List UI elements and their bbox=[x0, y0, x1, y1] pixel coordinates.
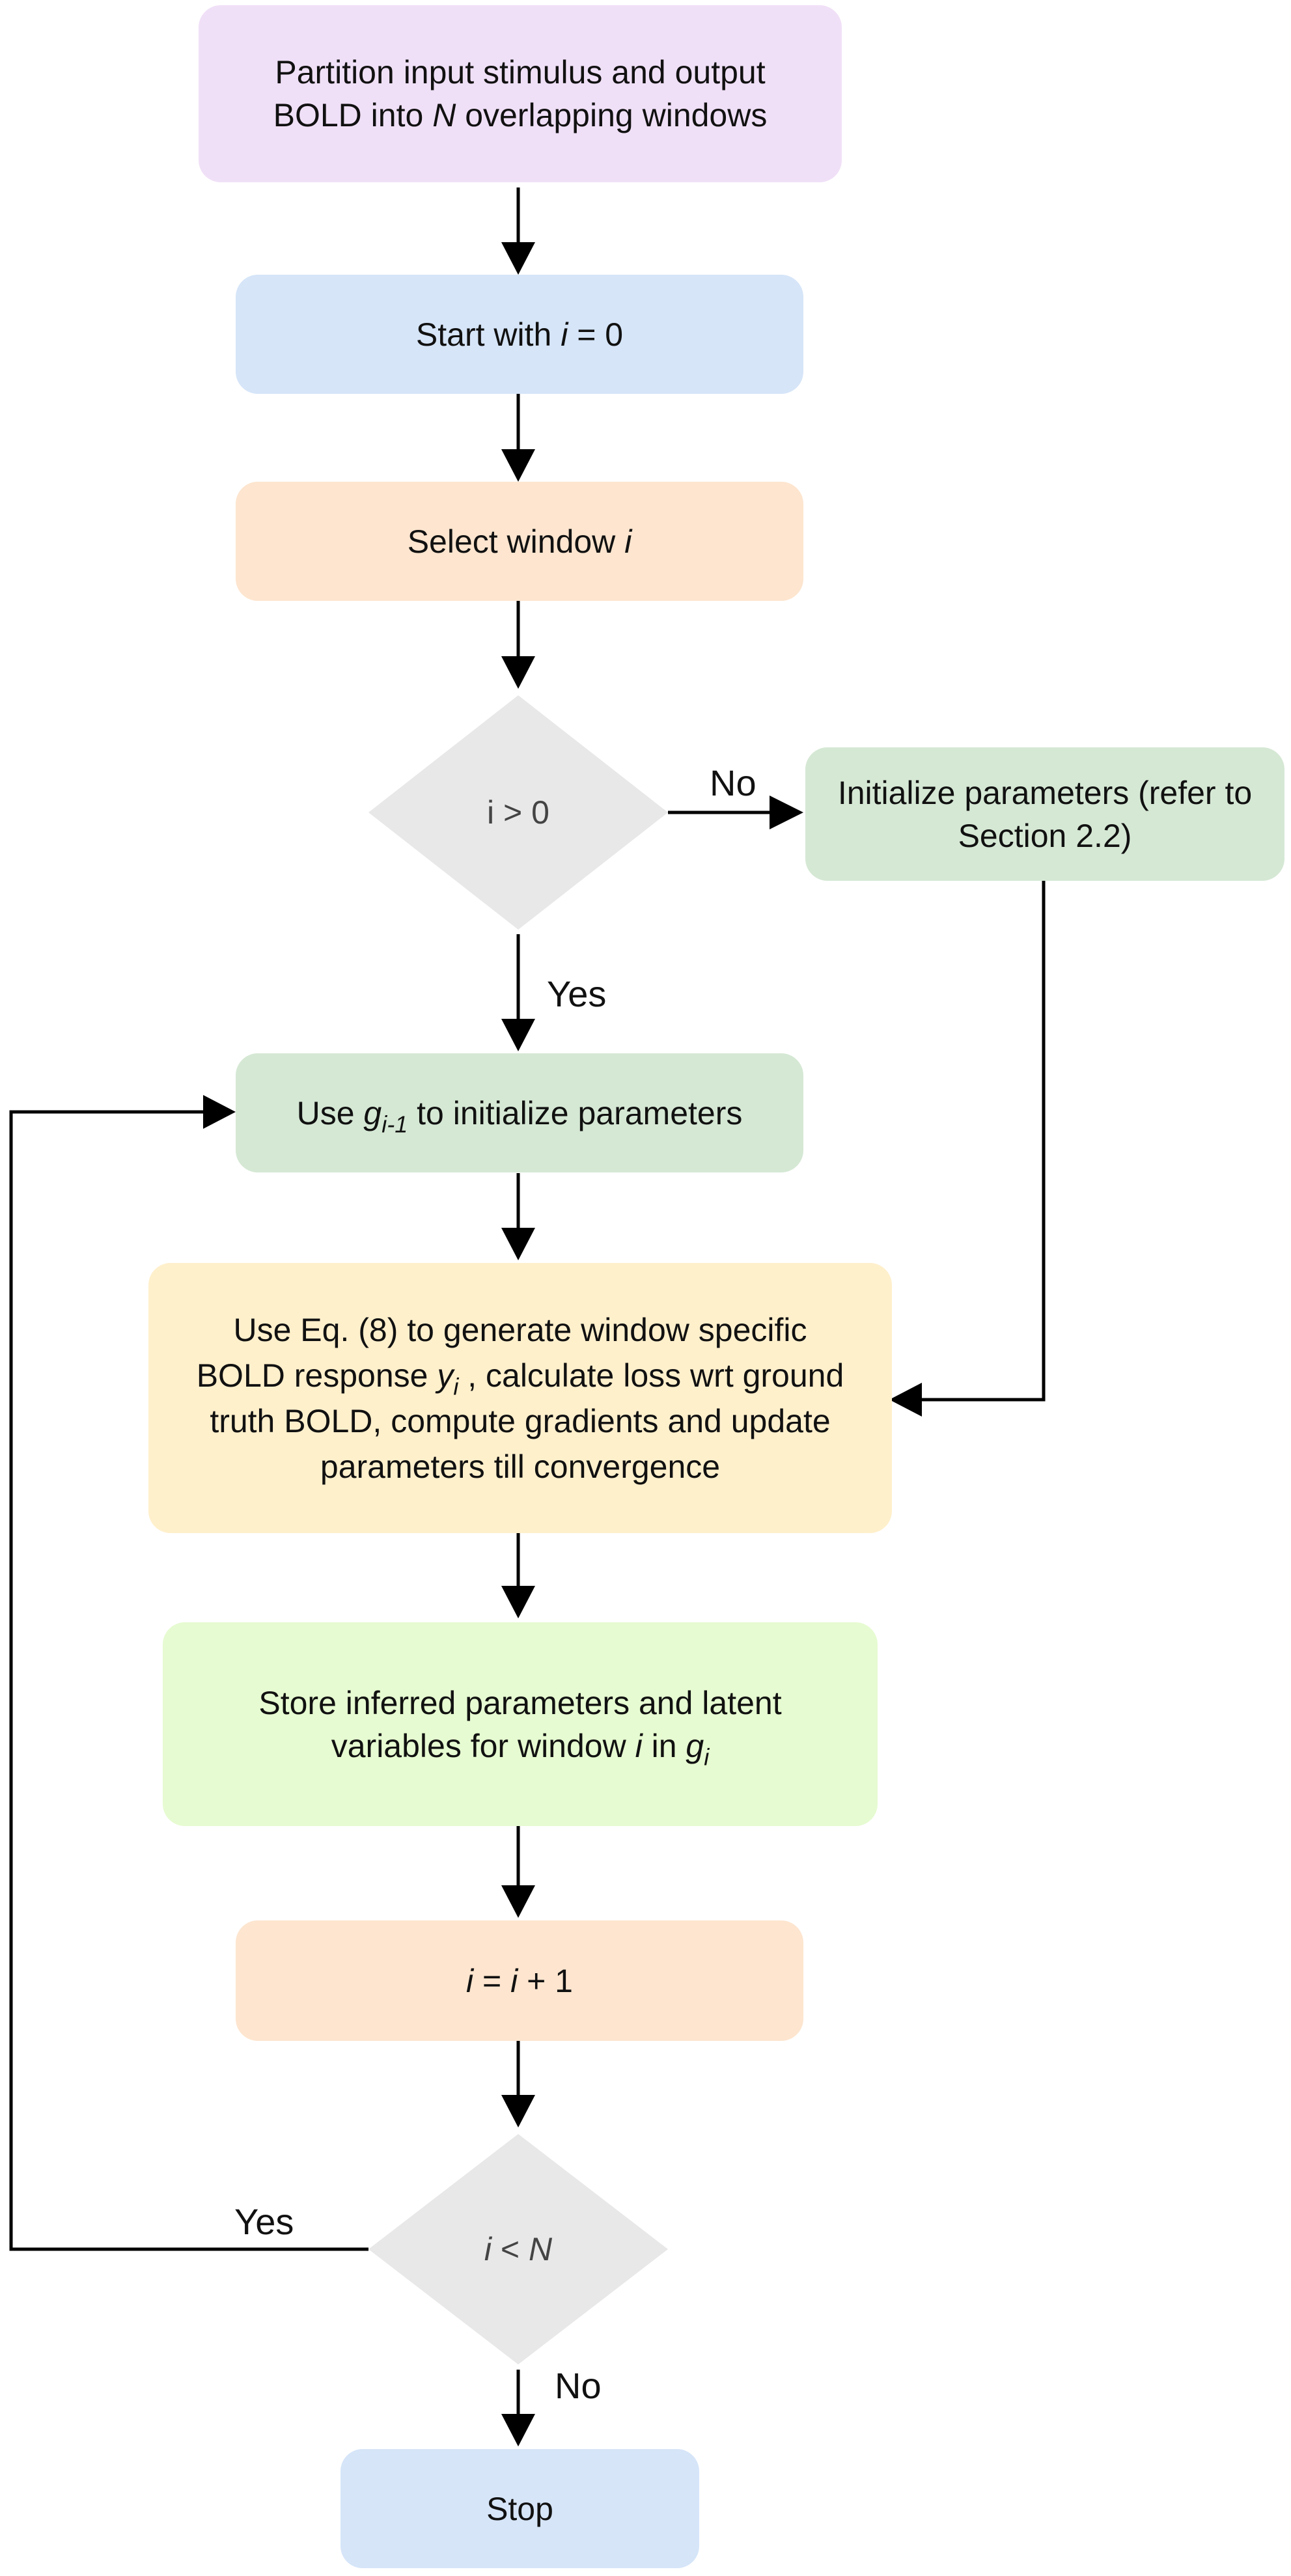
initialize-parameters-node: Initialize parameters (refer to Section … bbox=[805, 747, 1284, 881]
arrow-loop-yes-to-use-g bbox=[9, 1110, 368, 2251]
start-node: Start with i = 0 bbox=[236, 275, 803, 394]
check-n-var-1: i bbox=[484, 2231, 492, 2267]
use-g-pre: Use bbox=[296, 1094, 364, 1131]
use-g-var: g bbox=[363, 1094, 382, 1131]
edge-label-no-right: No bbox=[710, 762, 757, 803]
select-var: i bbox=[624, 523, 632, 560]
decision-diamond-i-lt-n bbox=[368, 2134, 668, 2364]
increment-rest: + 1 bbox=[518, 1962, 573, 1999]
generate-sub-i: i bbox=[453, 1373, 459, 1400]
stop-node: Stop bbox=[340, 2449, 699, 2568]
increment-mid: = bbox=[473, 1962, 511, 1999]
generate-var-y: y bbox=[437, 1357, 454, 1394]
store-var-i: i bbox=[635, 1727, 643, 1764]
generate-bold-node: Use Eq. (8) to generate window specific … bbox=[148, 1263, 892, 1533]
partition-line-2b: overlapping windows bbox=[456, 97, 768, 133]
start-var: i bbox=[561, 316, 568, 353]
generate-line-3: truth BOLD, compute gradients and update bbox=[210, 1402, 831, 1439]
store-var-g: g bbox=[686, 1727, 704, 1764]
start-text: Start with bbox=[415, 316, 561, 353]
partition-line-2a: BOLD into bbox=[273, 97, 433, 133]
store-line-1: Store inferred parameters and latent bbox=[258, 1684, 782, 1721]
arrow-init-to-generate bbox=[919, 881, 1046, 1402]
partition-var-n: N bbox=[432, 97, 456, 133]
store-line-2a: variables for window bbox=[331, 1727, 635, 1764]
check-n-mid: < bbox=[492, 2231, 529, 2267]
increment-var-1: i bbox=[466, 1962, 474, 1999]
use-g-sub: i-1 bbox=[382, 1111, 408, 1138]
generate-line-1: Use Eq. (8) to generate window specific bbox=[233, 1311, 807, 1348]
init-line-1: Initialize parameters (refer to bbox=[837, 774, 1253, 811]
decision-i-gt-0-label: i > 0 bbox=[487, 794, 549, 831]
generate-line-4: parameters till convergence bbox=[320, 1448, 721, 1485]
select-text: Select window bbox=[407, 523, 625, 560]
store-line-2b: in bbox=[642, 1727, 686, 1764]
generate-line-2b: , calculate loss wrt ground bbox=[458, 1357, 844, 1394]
init-line-2: Section 2.2) bbox=[958, 817, 1132, 854]
stop-text: Stop bbox=[486, 2490, 553, 2527]
use-g-post: to initialize parameters bbox=[408, 1094, 743, 1131]
partition-line-1: Partition input stimulus and output bbox=[275, 54, 766, 90]
partition-node: Partition input stimulus and output BOLD… bbox=[199, 5, 842, 182]
store-parameters-node: Store inferred parameters and latent var… bbox=[163, 1622, 878, 1826]
select-window-node: Select window i bbox=[236, 482, 803, 601]
increment-var-2: i bbox=[510, 1962, 518, 1999]
edge-label-yes-down: Yes bbox=[547, 973, 607, 1014]
generate-line-2a: BOLD response bbox=[196, 1357, 437, 1394]
edge-label-no-down: No bbox=[555, 2365, 602, 2406]
store-sub-i: i bbox=[704, 1743, 710, 1771]
increment-node: i = i + 1 bbox=[236, 1920, 803, 2041]
use-g-prev-node: Use gi-1 to initialize parameters bbox=[236, 1053, 803, 1172]
decision-i-lt-n-label: i < N bbox=[368, 2134, 668, 2364]
check-n-var-2: N bbox=[528, 2231, 553, 2267]
decision-diamond-i-gt-0 bbox=[368, 695, 668, 930]
start-rest: = 0 bbox=[568, 316, 624, 353]
edge-label-yes-loop: Yes bbox=[234, 2201, 294, 2242]
